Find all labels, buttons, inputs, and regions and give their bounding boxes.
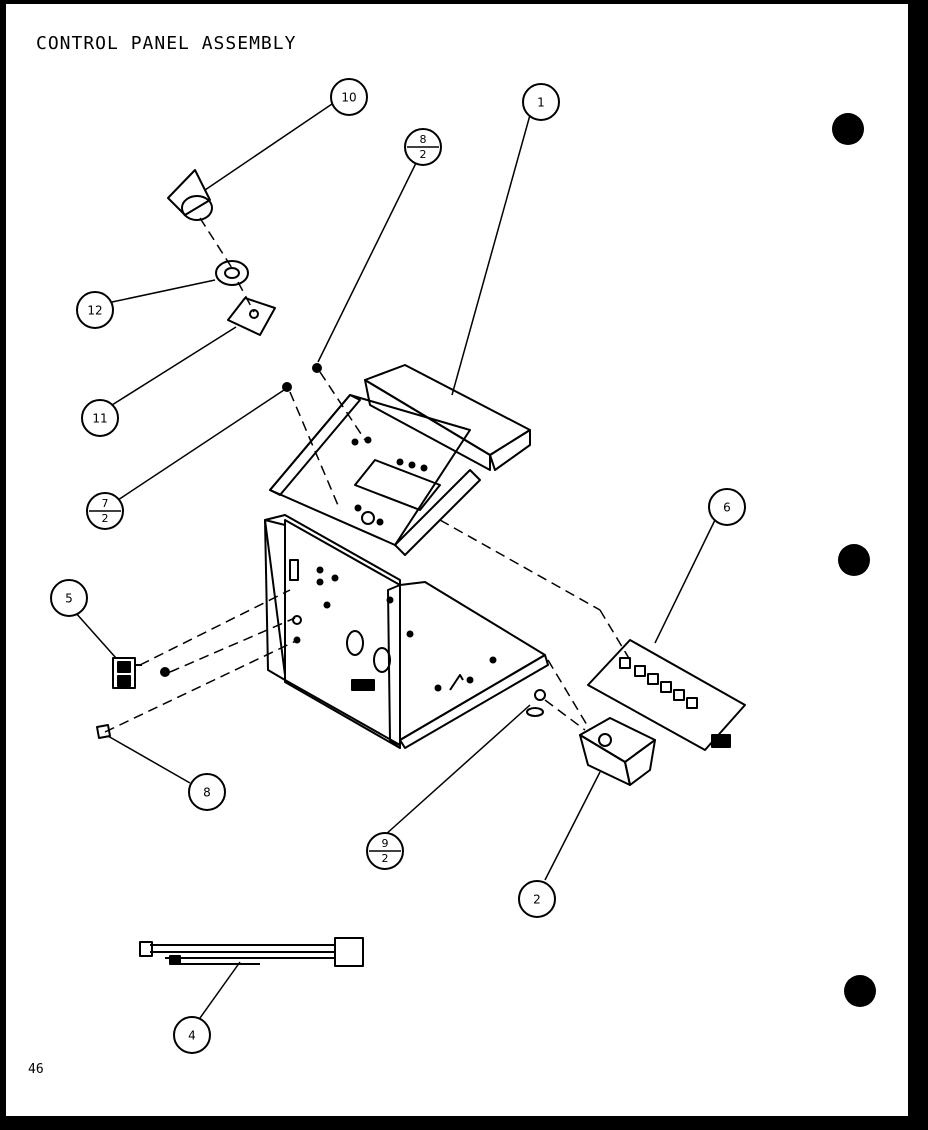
callout-label-6: 6 xyxy=(723,501,731,515)
fraction-bottom-8-2: 2 xyxy=(420,148,427,161)
callout-circle-11 xyxy=(81,399,119,437)
chassis-box xyxy=(264,514,549,749)
callout-label-12: 12 xyxy=(87,304,102,318)
assembly-lines xyxy=(104,217,631,733)
page-background xyxy=(6,4,908,1116)
callout-label-11: 11 xyxy=(92,412,107,426)
fraction-bottom-7-2: 2 xyxy=(102,512,109,525)
fraction-dividers xyxy=(89,146,439,852)
binder-hole-middle xyxy=(838,544,870,576)
callout-circle-2 xyxy=(518,880,556,918)
callout-circle-4 xyxy=(173,1016,211,1054)
callout-circle-5 xyxy=(50,579,88,617)
leader-lines xyxy=(74,103,716,1019)
callout-label-8: 8 xyxy=(203,786,211,800)
clip-part xyxy=(96,724,111,739)
fraction-top-9-2: 9 xyxy=(382,837,389,850)
binder-hole-bottom xyxy=(844,975,876,1007)
wire-harness-part xyxy=(139,937,364,967)
page-title: CONTROL PANEL ASSEMBLY xyxy=(36,33,297,54)
callout-circle-10 xyxy=(330,78,368,116)
page-number: 46 xyxy=(28,1062,44,1077)
screw-parts xyxy=(160,363,546,717)
fraction-top-7-2: 7 xyxy=(102,497,109,510)
sensor-part xyxy=(579,717,656,786)
fraction-top-8-2: 8 xyxy=(420,133,427,146)
washer-part xyxy=(215,260,249,286)
callout-label-4: 4 xyxy=(188,1029,196,1043)
control-board-part xyxy=(587,639,746,751)
binder-hole-top xyxy=(832,113,864,145)
callout-circle-12 xyxy=(76,291,114,329)
callout-circle-1 xyxy=(522,83,560,121)
top-panel-part xyxy=(269,364,531,556)
fraction-bottom-9-2: 2 xyxy=(382,852,389,865)
plate-part xyxy=(227,297,276,336)
callout-circle-8 xyxy=(188,773,226,811)
knob-part xyxy=(167,169,213,221)
callout-circle-6 xyxy=(708,488,746,526)
callout-label-1: 1 xyxy=(537,96,545,110)
callout-label-10: 10 xyxy=(341,91,356,105)
callout-label-5: 5 xyxy=(65,592,73,606)
rocker-switch-part xyxy=(112,657,142,689)
callout-label-2: 2 xyxy=(533,893,541,907)
